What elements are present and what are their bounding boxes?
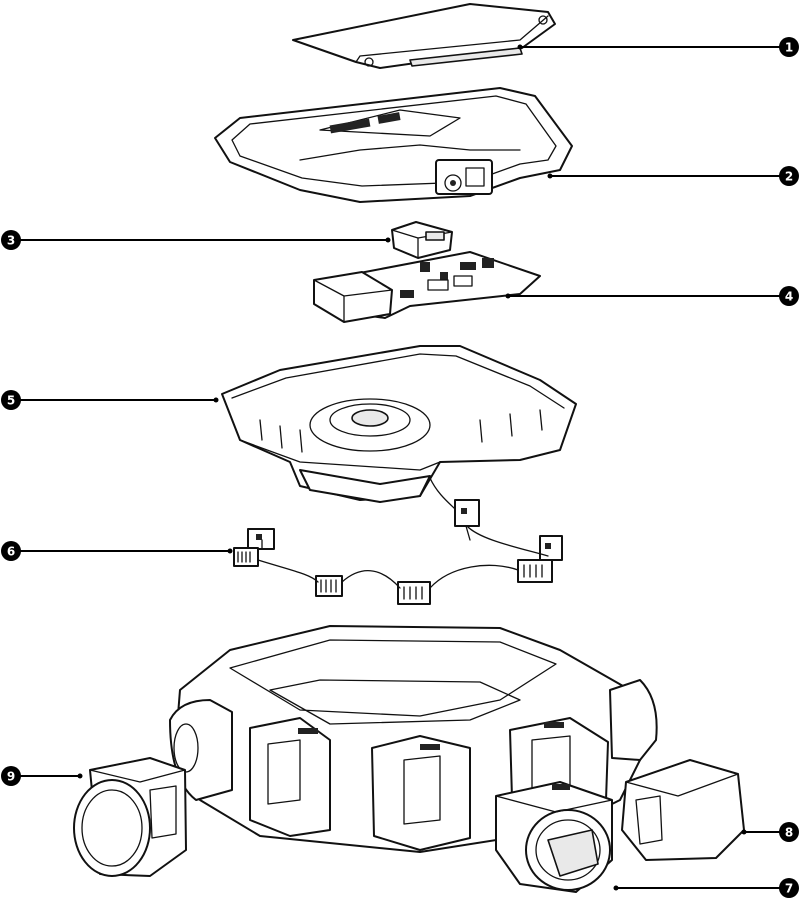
callout-4-label: 4 bbox=[785, 290, 793, 304]
callout-8: 8 bbox=[779, 822, 799, 842]
leader-lines bbox=[13, 44, 787, 891]
part-8-cap bbox=[621, 759, 745, 861]
callout-6: 6 bbox=[1, 541, 21, 561]
part-7-spigot bbox=[495, 781, 613, 893]
part-2-lid bbox=[214, 87, 573, 203]
callout-2-label: 2 bbox=[785, 170, 793, 184]
part-4-circuit-board bbox=[313, 251, 541, 323]
part-3-module bbox=[391, 221, 453, 259]
callout-7-label: 7 bbox=[785, 882, 793, 896]
part-6-wiring-harness bbox=[233, 499, 563, 605]
callout-1: 1 bbox=[779, 37, 799, 57]
callout-5-label: 5 bbox=[7, 394, 15, 408]
callout-9: 9 bbox=[1, 766, 21, 786]
callout-7: 7 bbox=[779, 878, 799, 898]
callout-1-label: 1 bbox=[785, 41, 793, 55]
callout-5: 5 bbox=[1, 390, 21, 410]
callout-9-label: 9 bbox=[7, 770, 15, 784]
part-5-housing bbox=[221, 345, 577, 519]
callout-3-label: 3 bbox=[7, 234, 15, 248]
callout-4: 4 bbox=[779, 286, 799, 306]
callout-8-label: 8 bbox=[785, 826, 793, 840]
callout-3: 3 bbox=[1, 230, 21, 250]
part-1-cover-plate bbox=[292, 3, 556, 69]
callout-2: 2 bbox=[779, 166, 799, 186]
part-9-spigot bbox=[73, 757, 187, 877]
callout-6-label: 6 bbox=[7, 545, 15, 559]
